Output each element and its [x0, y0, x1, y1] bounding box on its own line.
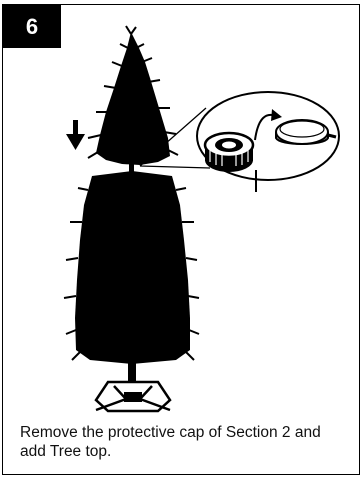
tree-top-section — [88, 26, 178, 172]
protective-cap-icon — [205, 133, 256, 192]
tree-stand-icon — [96, 382, 170, 411]
down-arrow-icon — [66, 120, 85, 150]
tree-lower-section — [64, 171, 199, 382]
instruction-text: Remove the protective cap of Section 2 a… — [20, 423, 350, 461]
